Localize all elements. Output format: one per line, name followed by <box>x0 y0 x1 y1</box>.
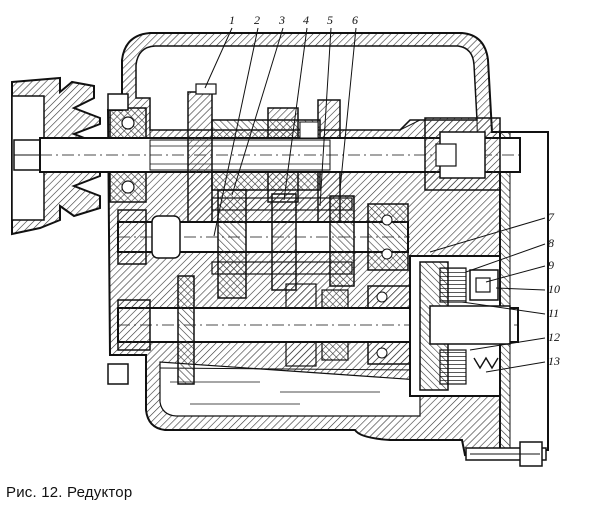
figure-caption: Рис. 12. Редуктор <box>6 484 133 501</box>
base-bolts <box>107 93 129 385</box>
callout-12: 12 <box>548 330 560 344</box>
callout-10: 10 <box>548 282 560 296</box>
callout-7: 7 <box>548 210 555 224</box>
callout-5: 5 <box>327 13 333 27</box>
callout-labels: 1 2 3 4 5 6 7 8 9 10 11 12 13 <box>229 13 560 368</box>
callout-4: 4 <box>303 13 309 27</box>
gearbox-drawing: 1 2 3 4 5 6 7 8 9 10 11 12 13 <box>11 13 560 467</box>
callout-13: 13 <box>548 354 560 368</box>
end-cover <box>465 131 549 467</box>
callout-1: 1 <box>229 13 235 27</box>
callout-2: 2 <box>254 13 260 27</box>
callout-8: 8 <box>548 236 554 250</box>
callout-11: 11 <box>548 306 559 320</box>
callout-3: 3 <box>278 13 285 27</box>
callout-6: 6 <box>352 13 358 27</box>
input-shaft <box>39 107 521 203</box>
clutch-assembly <box>409 255 511 397</box>
callout-9: 9 <box>548 258 554 272</box>
leader-lines <box>204 27 546 373</box>
upper-gear-cluster <box>187 83 341 233</box>
intermediate-shaft <box>117 189 410 299</box>
